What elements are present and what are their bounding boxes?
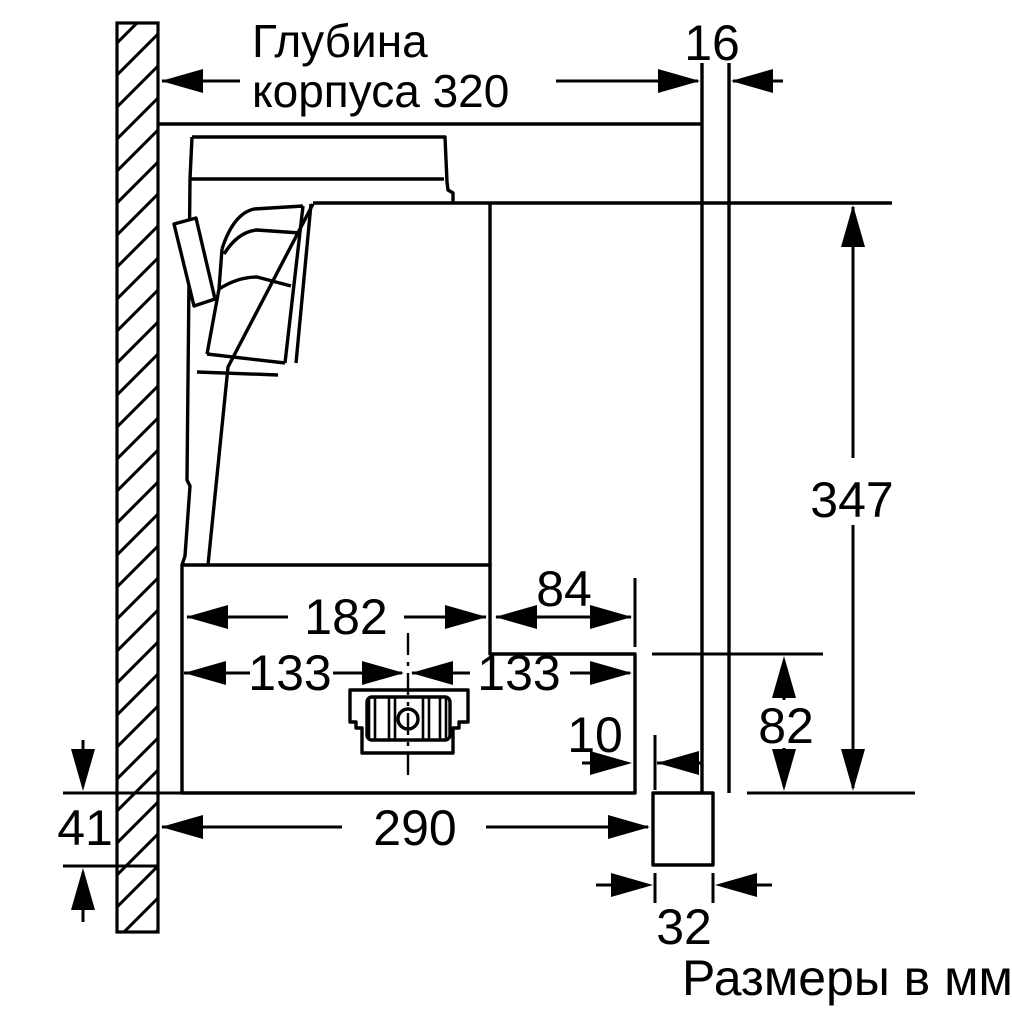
dimension-body-depth-320: Глубина корпуса 320 bbox=[161, 15, 700, 117]
hood-body bbox=[172, 135, 892, 867]
mounting-plate bbox=[192, 135, 455, 202]
terminal-block bbox=[348, 633, 470, 782]
dim-label-84: 84 bbox=[536, 561, 592, 617]
dimension-width-290: 290 bbox=[161, 800, 650, 856]
scroll-flange-edge bbox=[294, 203, 313, 364]
arrowhead-down-icon bbox=[841, 749, 865, 791]
arrowhead-down-icon bbox=[772, 749, 796, 791]
scroll-left-edge bbox=[217, 248, 224, 290]
dim-label-32: 32 bbox=[656, 899, 712, 955]
dim-label-16: 16 bbox=[684, 15, 740, 71]
arrowhead-up-icon bbox=[772, 656, 796, 698]
dimension-height-347: 347 bbox=[810, 205, 894, 791]
arrowhead-left-icon bbox=[495, 605, 537, 629]
casing-left-edge bbox=[180, 178, 192, 566]
arrowhead-left-icon bbox=[186, 605, 228, 629]
arrowhead-right-icon bbox=[590, 751, 632, 775]
scroll-lower-left-edge bbox=[205, 288, 221, 355]
hood-bottom-trim bbox=[651, 791, 715, 867]
dim-label-133-left: 133 bbox=[248, 645, 331, 701]
arrowhead-right-icon bbox=[608, 815, 650, 839]
dim-label-182: 182 bbox=[304, 589, 387, 645]
dim-label-133-right: 133 bbox=[477, 645, 560, 701]
terminal-ribs bbox=[367, 697, 448, 740]
arrowhead-left-icon bbox=[715, 873, 757, 897]
arrowhead-left-icon bbox=[161, 69, 203, 93]
dimension-gap-10: 10 bbox=[567, 707, 701, 790]
arrowhead-left-icon bbox=[161, 815, 203, 839]
scroll-band-3 bbox=[218, 275, 292, 291]
arrowhead-left-icon bbox=[657, 751, 699, 775]
visor-left-diagonal bbox=[206, 203, 315, 566]
arrowhead-right-icon bbox=[658, 69, 700, 93]
scroll-ledge bbox=[196, 370, 279, 377]
dim-label-10: 10 bbox=[567, 707, 623, 763]
units-note: Размеры в мм bbox=[682, 950, 1012, 1006]
arrowhead-right-icon bbox=[590, 661, 632, 685]
dimension-height-82: 82 bbox=[652, 652, 915, 795]
arrowhead-right-icon bbox=[590, 605, 632, 629]
dimension-width-32: 32 bbox=[596, 873, 772, 955]
arrowhead-up-icon bbox=[71, 868, 95, 910]
dimension-width-182: 182 bbox=[186, 589, 487, 645]
scroll-band-2 bbox=[222, 228, 301, 255]
arrowhead-left-icon bbox=[184, 661, 226, 685]
arrowhead-right-icon bbox=[611, 873, 653, 897]
dim-label-depth-line2: корпуса 320 bbox=[252, 65, 509, 117]
scroll-bottom-edge bbox=[206, 352, 286, 365]
dim-label-290: 290 bbox=[373, 800, 456, 856]
arrowhead-left-icon bbox=[411, 661, 453, 685]
wall-hatch bbox=[115, 21, 160, 934]
dim-label-82: 82 bbox=[758, 698, 814, 754]
arrowhead-left-icon bbox=[731, 69, 773, 93]
dim-label-347: 347 bbox=[810, 472, 893, 528]
arrowhead-right-icon bbox=[362, 661, 404, 685]
arrowhead-down-icon bbox=[71, 749, 95, 791]
dim-label-depth-line1: Глубина bbox=[252, 15, 428, 67]
dimension-width-84: 84 bbox=[495, 561, 637, 647]
arrowhead-up-icon bbox=[841, 205, 865, 247]
arrowhead-right-icon bbox=[445, 605, 487, 629]
wall-section bbox=[115, 21, 160, 934]
duct-flap bbox=[172, 216, 217, 308]
mounting-plate-left-edge bbox=[188, 136, 194, 180]
dimension-panel-16: 16 bbox=[684, 15, 783, 93]
dimension-width-133-left: 133 bbox=[184, 645, 404, 701]
dimension-width-133-right: 133 bbox=[411, 645, 632, 701]
blower-scroll bbox=[172, 203, 313, 377]
dimension-height-41: 41 bbox=[57, 740, 182, 922]
cabinet bbox=[158, 63, 731, 793]
scroll-band-1 bbox=[220, 204, 304, 250]
dim-label-41: 41 bbox=[57, 800, 113, 856]
